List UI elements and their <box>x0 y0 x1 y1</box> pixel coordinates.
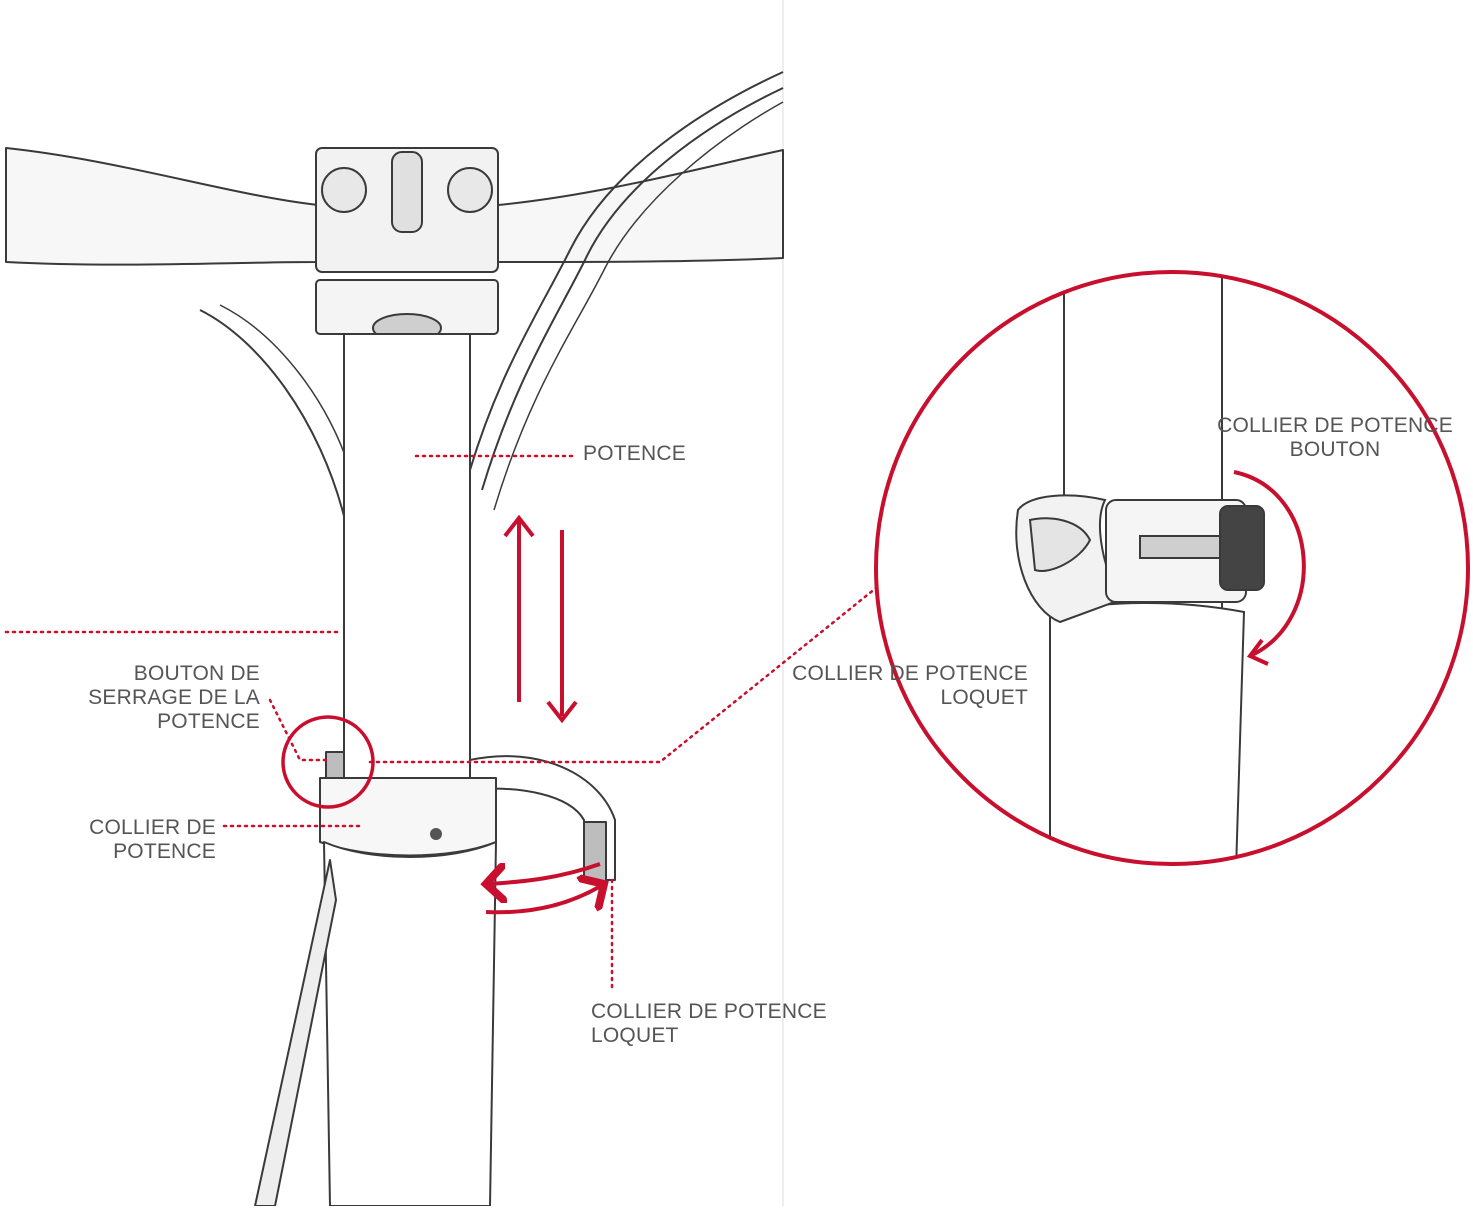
detail-rotation-arrow <box>1233 470 1306 658</box>
stem-height-arrows <box>503 514 578 724</box>
stem-collar <box>319 777 497 857</box>
label-collier-loquet-main: COLLIER DE POTENCE LOQUET <box>591 1000 827 1047</box>
handlebar-strut-left <box>199 309 346 521</box>
clamp-slot <box>391 151 423 233</box>
handlebar-left <box>5 147 319 266</box>
label-collier-bouton-detail: COLLIER DE POTENCE BOUTON <box>1217 414 1453 461</box>
label-collier-potence: COLLIER DE POTENCE <box>89 816 216 863</box>
clamp-latch-lever <box>583 821 607 883</box>
clamp-hole-right <box>447 167 493 213</box>
handlebar-strut-left-2 <box>219 304 351 471</box>
label-potence: POTENCE <box>583 442 686 465</box>
stem-lower-tube <box>323 841 497 1207</box>
detail-zoom <box>876 272 1468 864</box>
leader-bouton-serrage <box>268 698 332 762</box>
brake-cable-right-3 <box>493 101 784 511</box>
arrow-rotate-close <box>486 862 601 884</box>
leader-to-detail <box>368 586 878 764</box>
clamp-hole-left <box>321 167 367 213</box>
label-bouton-serrage: BOUTON DE SERRAGE DE LA POTENCE <box>88 662 260 733</box>
detail-lower-tube <box>1049 602 1246 864</box>
arrow-rotate-open <box>485 884 604 915</box>
detail-latch-inner <box>1028 517 1092 572</box>
brake-cable-right-2 <box>481 87 784 491</box>
handlebar-right <box>497 149 784 263</box>
label-collier-loquet-detail: COLLIER DE POTENCE LOQUET <box>792 662 1028 709</box>
collar-screw-hole <box>430 828 442 840</box>
collar-knob-small <box>325 751 345 779</box>
frame-strut <box>254 859 337 1207</box>
latch-rotation-arrows <box>485 862 604 915</box>
clamp-strap-open <box>469 755 616 881</box>
detail-zoom-ring <box>874 270 1470 866</box>
detail-adjust-knob <box>1219 505 1265 591</box>
stem-tube <box>343 333 471 787</box>
brake-cable-right-1 <box>469 71 784 471</box>
scooter-stem-drawing <box>5 71 784 1207</box>
detail-threaded-bolt <box>1139 535 1223 559</box>
